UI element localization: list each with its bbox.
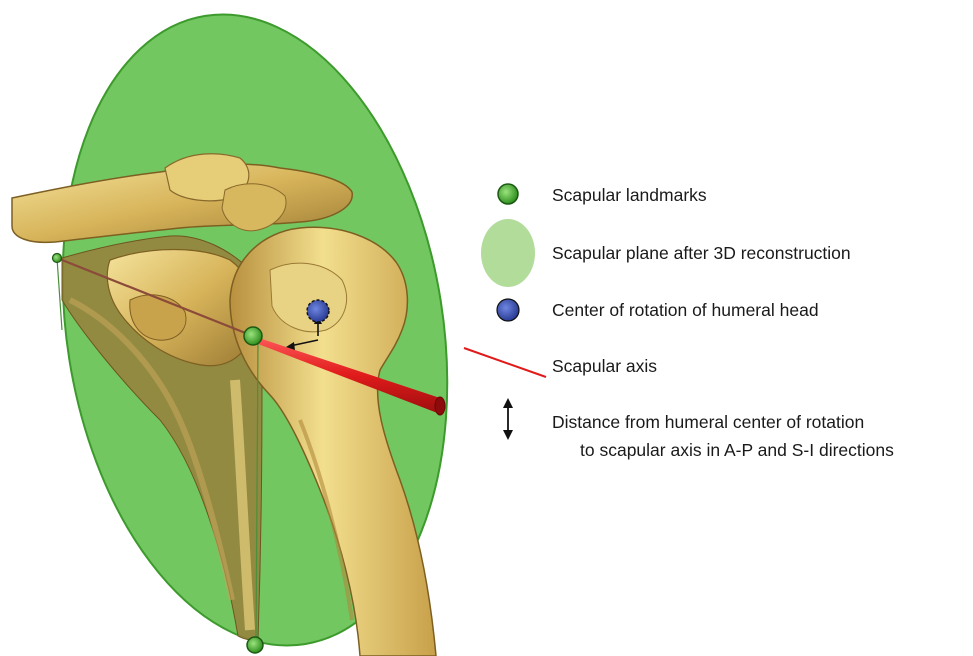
legend-label-landmarks: Scapular landmarks bbox=[552, 185, 707, 205]
landmark-dot-inferior bbox=[247, 637, 263, 653]
legend-label-distance-line2: to scapular axis in A-P and S-I directio… bbox=[580, 440, 894, 460]
legend-label-plane: Scapular plane after 3D reconstruction bbox=[552, 243, 851, 263]
landmark-dot-glenoid bbox=[244, 327, 262, 345]
landmark-dot-superior bbox=[53, 254, 62, 263]
legend: Scapular landmarks Scapular plane after … bbox=[464, 184, 894, 460]
green-landmark-dot-icon bbox=[498, 184, 518, 204]
red-line-icon bbox=[464, 348, 546, 377]
legend-label-center: Center of rotation of humeral head bbox=[552, 300, 819, 320]
double-arrow-icon bbox=[503, 398, 513, 440]
legend-label-axis: Scapular axis bbox=[552, 356, 657, 376]
legend-label-distance-line1: Distance from humeral center of rotation bbox=[552, 412, 864, 432]
green-ellipse-icon bbox=[481, 219, 535, 287]
humeral-center-dot bbox=[307, 300, 329, 322]
blue-dot-icon bbox=[497, 299, 519, 321]
